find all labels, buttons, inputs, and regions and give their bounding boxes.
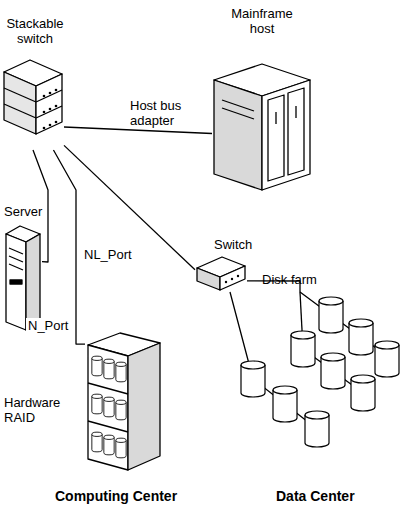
device-label: Hardware RAID	[4, 395, 74, 425]
device-label: Stackable switch	[0, 16, 70, 46]
port-label: NL_Port	[82, 247, 134, 262]
device-node: Mainframe host	[212, 62, 312, 192]
device-node: Disk farm	[232, 292, 402, 458]
port-label: N_Port	[26, 318, 70, 333]
device-node: Switch	[195, 255, 247, 292]
device-node: Server	[4, 222, 42, 332]
area-caption: Computing Center	[55, 488, 177, 504]
fibre-cable	[53, 150, 85, 344]
device-label: Mainframe host	[222, 6, 302, 36]
device-label: Disk farm	[262, 272, 342, 287]
device-node: Hardware RAID	[85, 330, 162, 472]
device-node: Stackable switch	[2, 58, 64, 150]
fibre-cable	[64, 145, 195, 269]
device-label: Server	[4, 204, 64, 219]
area-caption: Data Center	[276, 488, 355, 504]
port-label: Host bus adapter	[128, 98, 212, 128]
device-label: Switch	[214, 237, 274, 252]
